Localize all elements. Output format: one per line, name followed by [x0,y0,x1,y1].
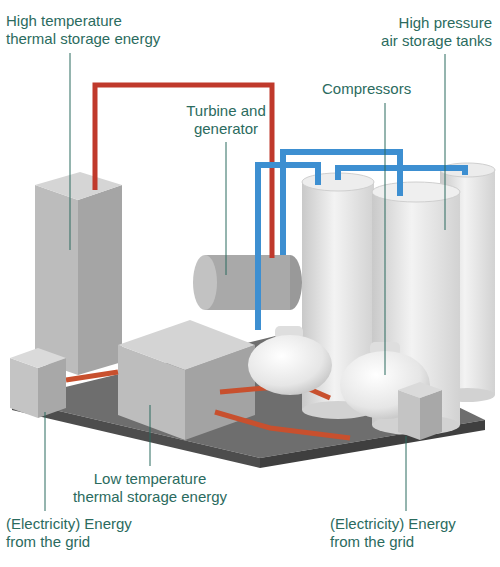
air-pipe [258,165,318,330]
warm-pipe [66,372,118,380]
grid-box [10,348,66,418]
leader-line [445,54,446,230]
part-label: Turbine and generator [183,102,269,138]
grid-box [398,382,442,440]
part-label: Low temperature thermal storage energy [70,470,230,506]
box-top [398,382,442,398]
leader-line [226,142,227,275]
turbine-end [193,255,217,310]
store-top [35,172,122,200]
low-temp-store [118,320,255,440]
part-label: High temperature thermal storage energy [6,12,168,48]
store-face [35,185,78,375]
leader-line [45,412,46,511]
box-face [420,390,442,440]
leader-line [150,405,151,466]
part-label: (Electricity) Energy from the grid [6,515,141,551]
compressor [248,326,332,395]
box-top [10,348,66,368]
air-pipe [338,168,465,180]
part-label: High pressure air storage tanks [380,14,492,50]
box-face [398,390,420,440]
hot-pipe [95,85,272,258]
part-label: Compressors [322,80,432,98]
turbine-generator [193,255,302,310]
compressor-body [248,335,332,395]
box-face [10,358,38,418]
store-top [118,320,255,370]
turbine-body [205,255,290,310]
air-pipes [258,152,465,330]
leader-line [385,103,386,375]
leader-lines [45,53,445,511]
box-face [38,358,66,418]
leader-line [406,436,407,511]
store-face [78,185,122,375]
high-temp-store [35,172,122,375]
part-label: (Electricity) Energy from the grid [330,515,465,551]
warm-pipe [215,412,350,438]
leader-line [70,53,71,250]
